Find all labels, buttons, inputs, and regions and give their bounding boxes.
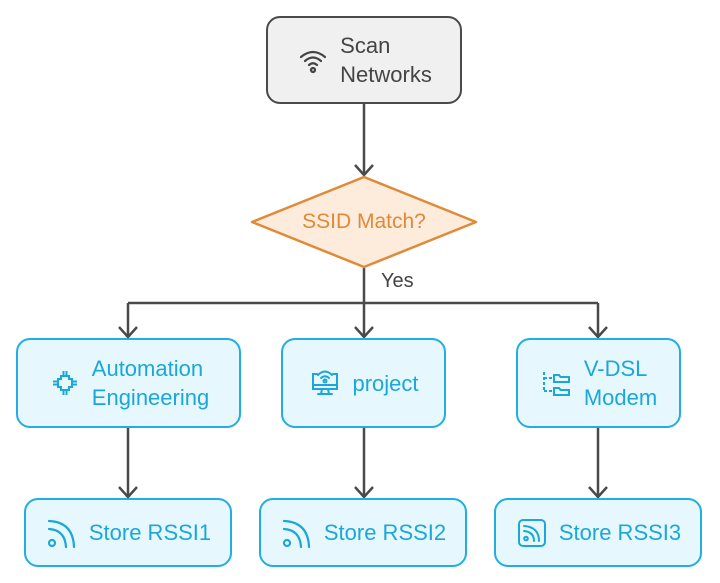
node-project-label: project — [352, 370, 419, 396]
node-vdsl-label: V-DSL Modem — [584, 354, 657, 412]
node-vdsl-modem[interactable]: V-DSL Modem — [516, 338, 681, 428]
folder-tree-icon — [540, 366, 574, 400]
node-store1-label: Store RSSI1 — [88, 520, 212, 545]
scan-label-line2: Networks — [340, 62, 432, 87]
node-store3-label: Store RSSI3 — [558, 520, 682, 545]
automation-label-line2: Engineering — [91, 385, 210, 410]
automation-label-line1: Automation — [91, 356, 204, 381]
node-automation-label: Automation Engineering — [92, 354, 209, 412]
node-automation-engineering[interactable]: Automation Engineering — [16, 338, 241, 428]
vdsl-label-line1: V-DSL — [583, 356, 648, 381]
wifi-icon — [296, 43, 330, 77]
rss-square-icon — [515, 516, 549, 550]
arrowhead-store3 — [588, 486, 608, 499]
monitor-wifi-icon — [308, 366, 342, 400]
rss-feed-icon — [45, 516, 79, 550]
scan-label-line1: Scan — [340, 33, 391, 58]
node-store2-label: Store RSSI2 — [323, 520, 447, 545]
node-scan-networks[interactable]: Scan Networks — [266, 16, 462, 104]
rss-feed-icon — [280, 516, 314, 550]
arrowhead-store2 — [354, 486, 374, 499]
node-store-rssi2[interactable]: Store RSSI2 — [259, 498, 467, 567]
node-store-rssi3[interactable]: Store RSSI3 — [494, 498, 702, 567]
decision-diamond[interactable] — [250, 175, 478, 269]
decision-label: SSID Match? — [302, 210, 426, 233]
node-scan-label: Scan Networks — [340, 31, 432, 89]
node-project[interactable]: project — [281, 338, 446, 428]
arrowhead-project — [354, 326, 374, 339]
arrowhead-vdsl — [588, 326, 608, 339]
arrowhead-store1 — [118, 486, 138, 499]
node-store-rssi1[interactable]: Store RSSI1 — [24, 498, 232, 567]
vdsl-label-line2: Modem — [583, 385, 658, 410]
edge-label-yes: Yes — [381, 270, 414, 292]
arrowhead-decision — [354, 164, 374, 177]
circuit-connector-icon — [48, 366, 82, 400]
arrowhead-automation — [118, 326, 138, 339]
